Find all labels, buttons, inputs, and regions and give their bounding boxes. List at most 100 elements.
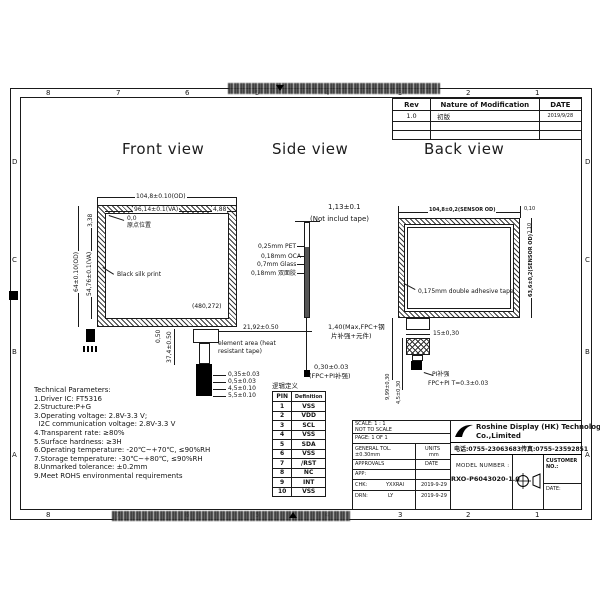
leader-line (297, 246, 304, 247)
leader-line (213, 382, 226, 383)
zone-col: 2 (466, 89, 471, 97)
pin-table-caption: 逻辑定义 (272, 382, 298, 390)
tb-general-tol: GENERAL TOL. (355, 446, 392, 452)
dim-connector-1: 0,35±0.03 (228, 371, 260, 378)
dim-line (406, 334, 430, 335)
dim-side-thickness: 1,13±0.1 (328, 203, 361, 211)
center-mark-bottom-icon (289, 512, 297, 518)
pin-def: VSS (291, 486, 326, 497)
zone-col: 1 (535, 511, 540, 519)
front-resolution: (480,272) (192, 303, 222, 310)
pin-num: 8 (271, 467, 293, 478)
pin-def: NC (291, 467, 326, 478)
rev-value: 1.0 (391, 110, 432, 122)
zone-col: 1 (535, 89, 540, 97)
zone-row: C (585, 256, 590, 264)
ext-line (392, 318, 393, 380)
front-origin: 0,0 (127, 215, 137, 222)
model-number-label: MODEL NUMBER : (456, 463, 510, 469)
tech-line: 6.Operating temperature: -20℃~+70℃, ≤90%… (34, 446, 211, 455)
tb-scale: SCALE: 1 : 1 (355, 421, 386, 427)
tb-units-value: mm (429, 452, 439, 458)
tech-line: Technical Parameters: (34, 386, 111, 394)
side-fpc-line (306, 318, 307, 376)
zone-col: 8 (46, 511, 51, 519)
tb-scale2: NOT TO SCALE (355, 427, 392, 433)
pin-num: 2 (271, 410, 293, 421)
back-view-title: Back view (424, 140, 505, 158)
center-mark-top-icon (276, 85, 284, 91)
dim-front-bot-gap: 0,50 (155, 328, 162, 344)
tech-line: 1.Driver IC: FT5316 (34, 394, 102, 403)
back-fpc-label: FPC+PI T=0.3±0.03 (428, 380, 489, 387)
tb-drn: DRN: (355, 493, 368, 499)
tb-units-label: UNITS (425, 446, 441, 452)
pin-col-header: PIN (271, 391, 293, 402)
dim-connector-4: 5,5±0.10 (228, 392, 256, 399)
pin-def: VSS (291, 429, 326, 440)
dim-front-right-gap: 4,88 (212, 206, 228, 213)
tb-drn-date: 2019-9-29 (421, 493, 447, 499)
revision-table: Rev Nature of Modification DATE 1.0 初版 2… (391, 98, 583, 140)
side-fpc-note3: (FPC+PI补强) (309, 372, 351, 380)
tb-line (352, 469, 450, 470)
tb-line (543, 483, 582, 484)
zone-col: 2 (466, 511, 471, 519)
dim-line (219, 331, 312, 332)
zone-row: C (12, 256, 17, 264)
pin-num: 9 (271, 477, 293, 488)
zone-row: A (585, 451, 590, 459)
tb-drn-name: LY (388, 493, 394, 499)
pin-def: SCL (291, 420, 326, 431)
tb-line (352, 459, 450, 460)
zone-row: B (12, 348, 17, 356)
garbled-text-bottom (112, 511, 350, 521)
ext-line (97, 197, 98, 205)
back-fpc-neck (412, 355, 423, 361)
pin-def: SDA (291, 439, 326, 450)
ext-line (398, 206, 399, 218)
leader-line (213, 389, 226, 390)
tb-divider (450, 420, 451, 510)
dim-back-od-width: 104,8±0,2(SENSOR OD) (428, 207, 497, 213)
zone-row: D (585, 158, 591, 166)
rev-header: Rev (391, 98, 432, 111)
side-layer-pet: 0,25mm PET (258, 243, 297, 250)
tb-chk: CHK: (355, 482, 368, 488)
company-fax: 传真:0755-23592851 (521, 446, 588, 453)
dim-front-va-width: 96,14±0.1(VA) (133, 206, 180, 213)
pin-num: 5 (271, 439, 293, 450)
ext-line (402, 338, 403, 390)
phone-row (450, 442, 582, 455)
back-tape-outline (407, 227, 511, 309)
dim-side-fpc: 0,30±0.03 (314, 363, 349, 371)
tb-line (352, 433, 450, 434)
front-view-title: Front view (122, 140, 205, 158)
customer-no-label2: NO.: (546, 464, 559, 470)
tb-line (352, 490, 450, 491)
side-note-tape: (Not includ tape) (310, 215, 370, 223)
front-silk-label: Black silk print (117, 271, 162, 278)
tb-date-col: DATE (425, 461, 439, 467)
leader-line (297, 273, 304, 274)
company-name-2: Co.,Limited (476, 432, 521, 440)
tb-approvals: APPROVALS (355, 461, 385, 467)
nature-value: 初版 (430, 110, 540, 122)
tb-line (352, 479, 450, 480)
side-layer-oca: 0,18mm OCA (261, 253, 301, 260)
tech-line: 2.Structure:P+G (34, 403, 92, 412)
pin-def: VSS (291, 448, 326, 459)
fpc-neck (199, 343, 210, 364)
side-layer-adhesive: 0,18mm 双面胶 (251, 270, 296, 277)
pin-def: INT (291, 477, 326, 488)
model-number: RXO-P6043020-1.0 (451, 475, 520, 483)
nature-header: Nature of Modification (430, 98, 540, 111)
element-area-label2: resistant tape) (218, 348, 262, 355)
pin-num: 6 (271, 448, 293, 459)
zone-row: D (12, 158, 18, 166)
customer-no-label: CUSTOMER (546, 458, 578, 464)
garbled-text-top (228, 83, 440, 94)
zone-col: 8 (46, 89, 51, 97)
